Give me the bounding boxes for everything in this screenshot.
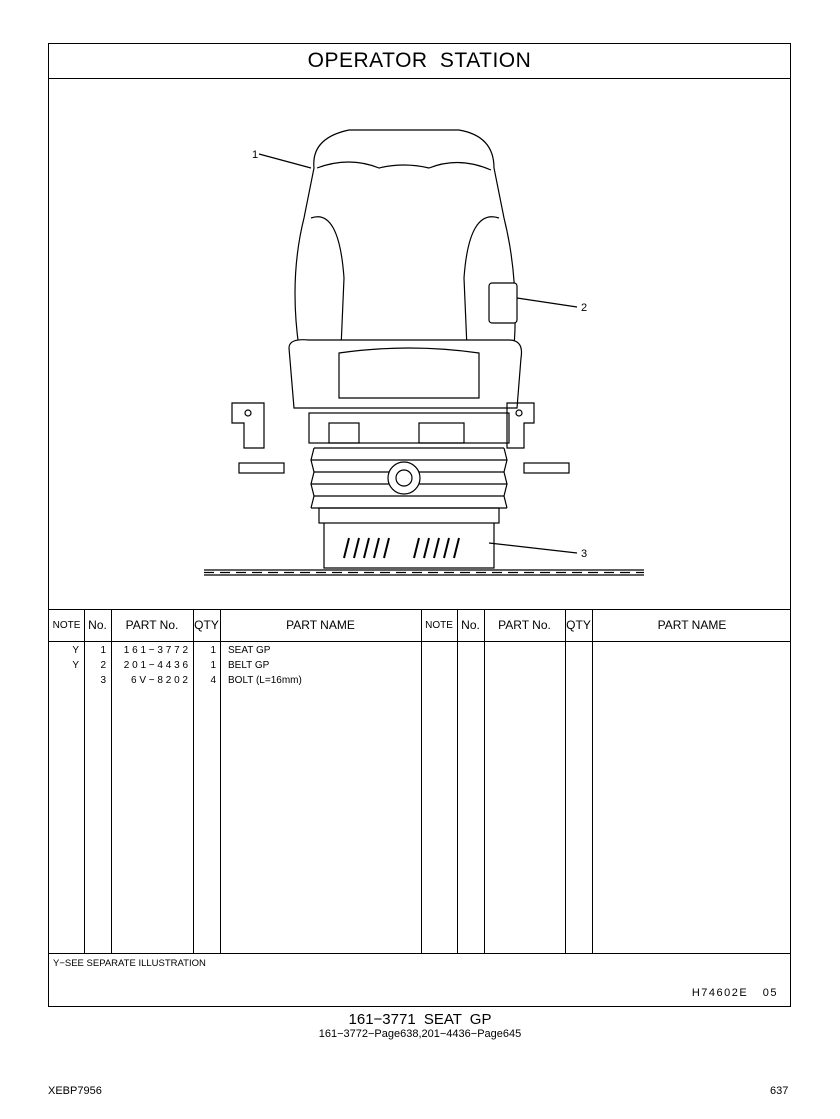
parts-frame: OPERATOR STATION (48, 43, 791, 1007)
row-name: SEAT GP (228, 645, 271, 656)
row-no: 1 (100, 645, 106, 656)
row-no: 2 (100, 660, 106, 671)
row-name: BOLT (L=16mm) (228, 675, 302, 686)
footnote: Y−SEE SEPARATE ILLUSTRATION (53, 958, 206, 969)
caption-title: 161−3771 SEAT GP (348, 1011, 492, 1028)
header-qty: QTY (194, 618, 219, 632)
parts-table: NOTE No. PART No. QTY PART NAME NOTE No.… (49, 609, 790, 954)
seat-illustration: 1 2 3 (49, 78, 790, 609)
document-number: XEBP7956 (48, 1085, 102, 1097)
header-part-no: PART No. (125, 618, 179, 632)
row-note (49, 673, 79, 688)
row-part-no: 6 V − 8 2 0 2 (131, 675, 188, 686)
row-part-no: 1 6 1 − 3 7 7 2 (123, 645, 188, 656)
row-qty: 1 (210, 660, 216, 671)
header-note: NOTE (52, 620, 81, 631)
callout-3: 3 (581, 548, 587, 560)
row-note: Y (72, 660, 79, 671)
caption-subtitle: 161−3772−Page638,201−4436−Page645 (318, 1028, 522, 1040)
page-title: OPERATOR STATION (49, 44, 790, 79)
header-no: No. (88, 618, 107, 632)
header-part-name-2: PART NAME (657, 618, 727, 632)
illustration-id: H74602E 05 (691, 987, 778, 999)
header-part-no-2: PART No. (498, 618, 551, 632)
row-note: Y (72, 645, 79, 656)
header-qty-2: QTY (566, 618, 591, 632)
header-note-2: NOTE (425, 620, 453, 631)
row-qty: 1 (210, 645, 216, 656)
callout-1: 1 (252, 149, 258, 161)
row-qty: 4 (210, 675, 216, 686)
row-part-no: 2 0 1 − 4 4 3 6 (123, 660, 188, 671)
callout-2: 2 (581, 302, 587, 314)
page-number: 637 (770, 1085, 789, 1097)
header-no-2: No. (461, 618, 480, 632)
row-no: 3 (100, 675, 106, 686)
row-name: BELT GP (228, 660, 270, 671)
header-part-name: PART NAME (286, 618, 355, 632)
